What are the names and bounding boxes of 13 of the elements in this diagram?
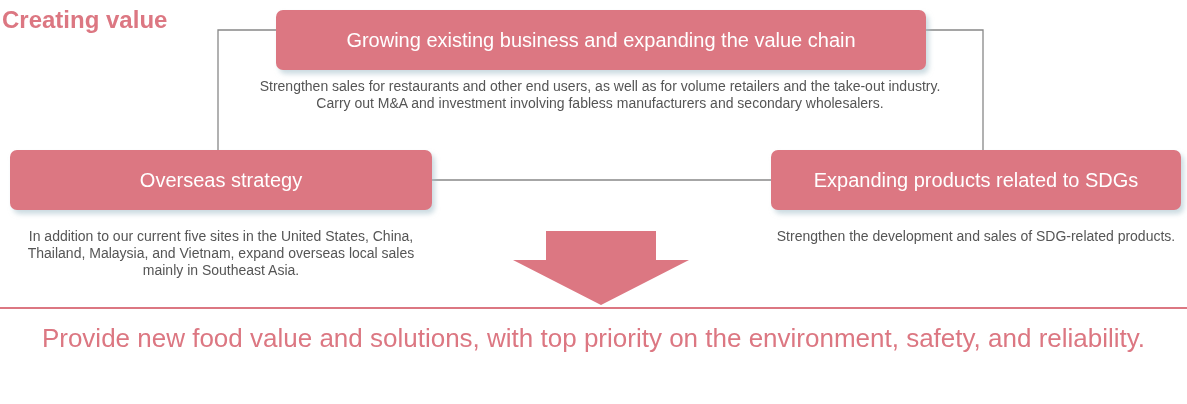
diagram-title: Creating value bbox=[2, 6, 168, 34]
description-paragraph: Strengthen the development and sales of SDG-related products. bbox=[775, 228, 1177, 245]
strategy-box: Growing existing business and expanding the value chain bbox=[276, 10, 926, 70]
connector-line bbox=[925, 29, 984, 151]
description-paragraph: In addition to our current five sites in the United States, China, Thailand, Malaysia, and Vietnam, expand overseas local sales mainly in Southeast Asia. bbox=[26, 228, 416, 279]
strategy-box: Expanding products related to SDGs bbox=[771, 150, 1181, 210]
conclusion-text: Provide new food value and solutions, with top priority on the environment, safety, and reliability. bbox=[0, 305, 1187, 400]
description-paragraph: Strengthen sales for restaurants and other end users, as well as for volume retailers and the take-out industry. bbox=[258, 78, 942, 95]
description-paragraph: Carry out M&A and investment involving fabless manufacturers and secondary wholesalers. bbox=[315, 95, 885, 112]
connector-line bbox=[217, 29, 277, 151]
block-arrow bbox=[513, 231, 689, 305]
strategy-box: Overseas strategy bbox=[10, 150, 432, 210]
connector-line bbox=[431, 179, 772, 181]
